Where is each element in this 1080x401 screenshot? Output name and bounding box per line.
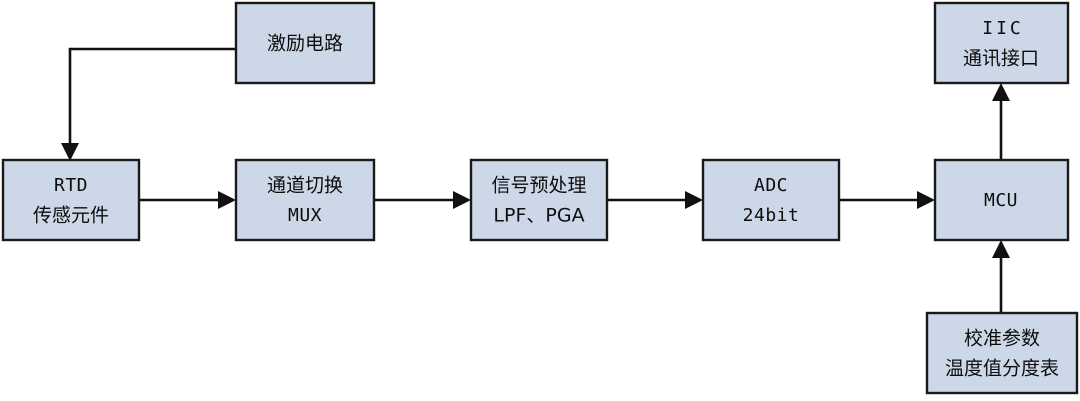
node-channel-mux[interactable]: 通道切换 MUX (234, 158, 376, 242)
connector-calibration-to-mcu (992, 240, 1010, 313)
node-calibration-parameters[interactable]: 校准参数 温度值分度表 (925, 311, 1079, 395)
arrow-head-right (453, 191, 471, 209)
signal-preprocessing-box[interactable] (469, 158, 609, 242)
rtd-sensor-label-line1: RTD (54, 175, 88, 196)
calibration-parameters-box[interactable] (925, 311, 1079, 395)
arrow-head-right (218, 191, 236, 209)
connector-preprocess-to-adc (607, 191, 703, 209)
iic-interface-label-line1: IIC (982, 18, 1024, 39)
arrow-head-right (917, 191, 935, 209)
channel-mux-box[interactable] (234, 158, 376, 242)
node-excitation-circuit[interactable]: 激励电路 (234, 1, 376, 85)
arrow-head-up (992, 83, 1010, 101)
signal-preprocessing-label-line2: LPF、PGA (493, 205, 584, 227)
node-adc[interactable]: ADC 24bit (701, 158, 841, 242)
mcu-box[interactable] (933, 158, 1070, 242)
node-iic-interface[interactable]: IIC 通讯接口 (933, 1, 1070, 85)
rtd-sensor-box[interactable] (1, 158, 141, 242)
connector-rtd-to-mux (139, 191, 236, 209)
node-signal-preprocessing[interactable]: 信号预处理 LPF、PGA (469, 158, 609, 242)
connector-adc-to-mcu (839, 191, 935, 209)
connector-mux-to-preprocess (374, 191, 471, 209)
adc-label-line1: ADC (754, 175, 788, 196)
calibration-parameters-label-line2: 温度值分度表 (945, 358, 1059, 380)
mcu-label-line1: MCU (984, 190, 1018, 211)
node-mcu[interactable]: MCU (933, 158, 1070, 242)
adc-label-line2: 24bit (743, 205, 800, 226)
excitation-circuit-label-line1: 激励电路 (267, 33, 343, 55)
channel-mux-label-line1: 通道切换 (267, 175, 343, 197)
arrow-head-right (685, 191, 703, 209)
iic-interface-box[interactable] (933, 1, 1070, 85)
adc-box[interactable] (701, 158, 841, 242)
iic-interface-label-line2: 通讯接口 (963, 48, 1039, 70)
signal-preprocessing-label-line1: 信号预处理 (491, 175, 586, 197)
rtd-sensor-label-line2: 传感元件 (33, 205, 109, 227)
connector-mcu-to-iic (992, 83, 1010, 160)
node-rtd-sensor[interactable]: RTD 传感元件 (1, 158, 141, 242)
arrow-head-up (992, 240, 1010, 258)
arrow-head-down (61, 143, 79, 161)
calibration-parameters-label-line1: 校准参数 (964, 328, 1040, 350)
excitation-circuit-box[interactable] (234, 1, 376, 85)
connector-excitation-to-rtd (61, 47, 236, 161)
channel-mux-label-line2: MUX (288, 205, 322, 226)
